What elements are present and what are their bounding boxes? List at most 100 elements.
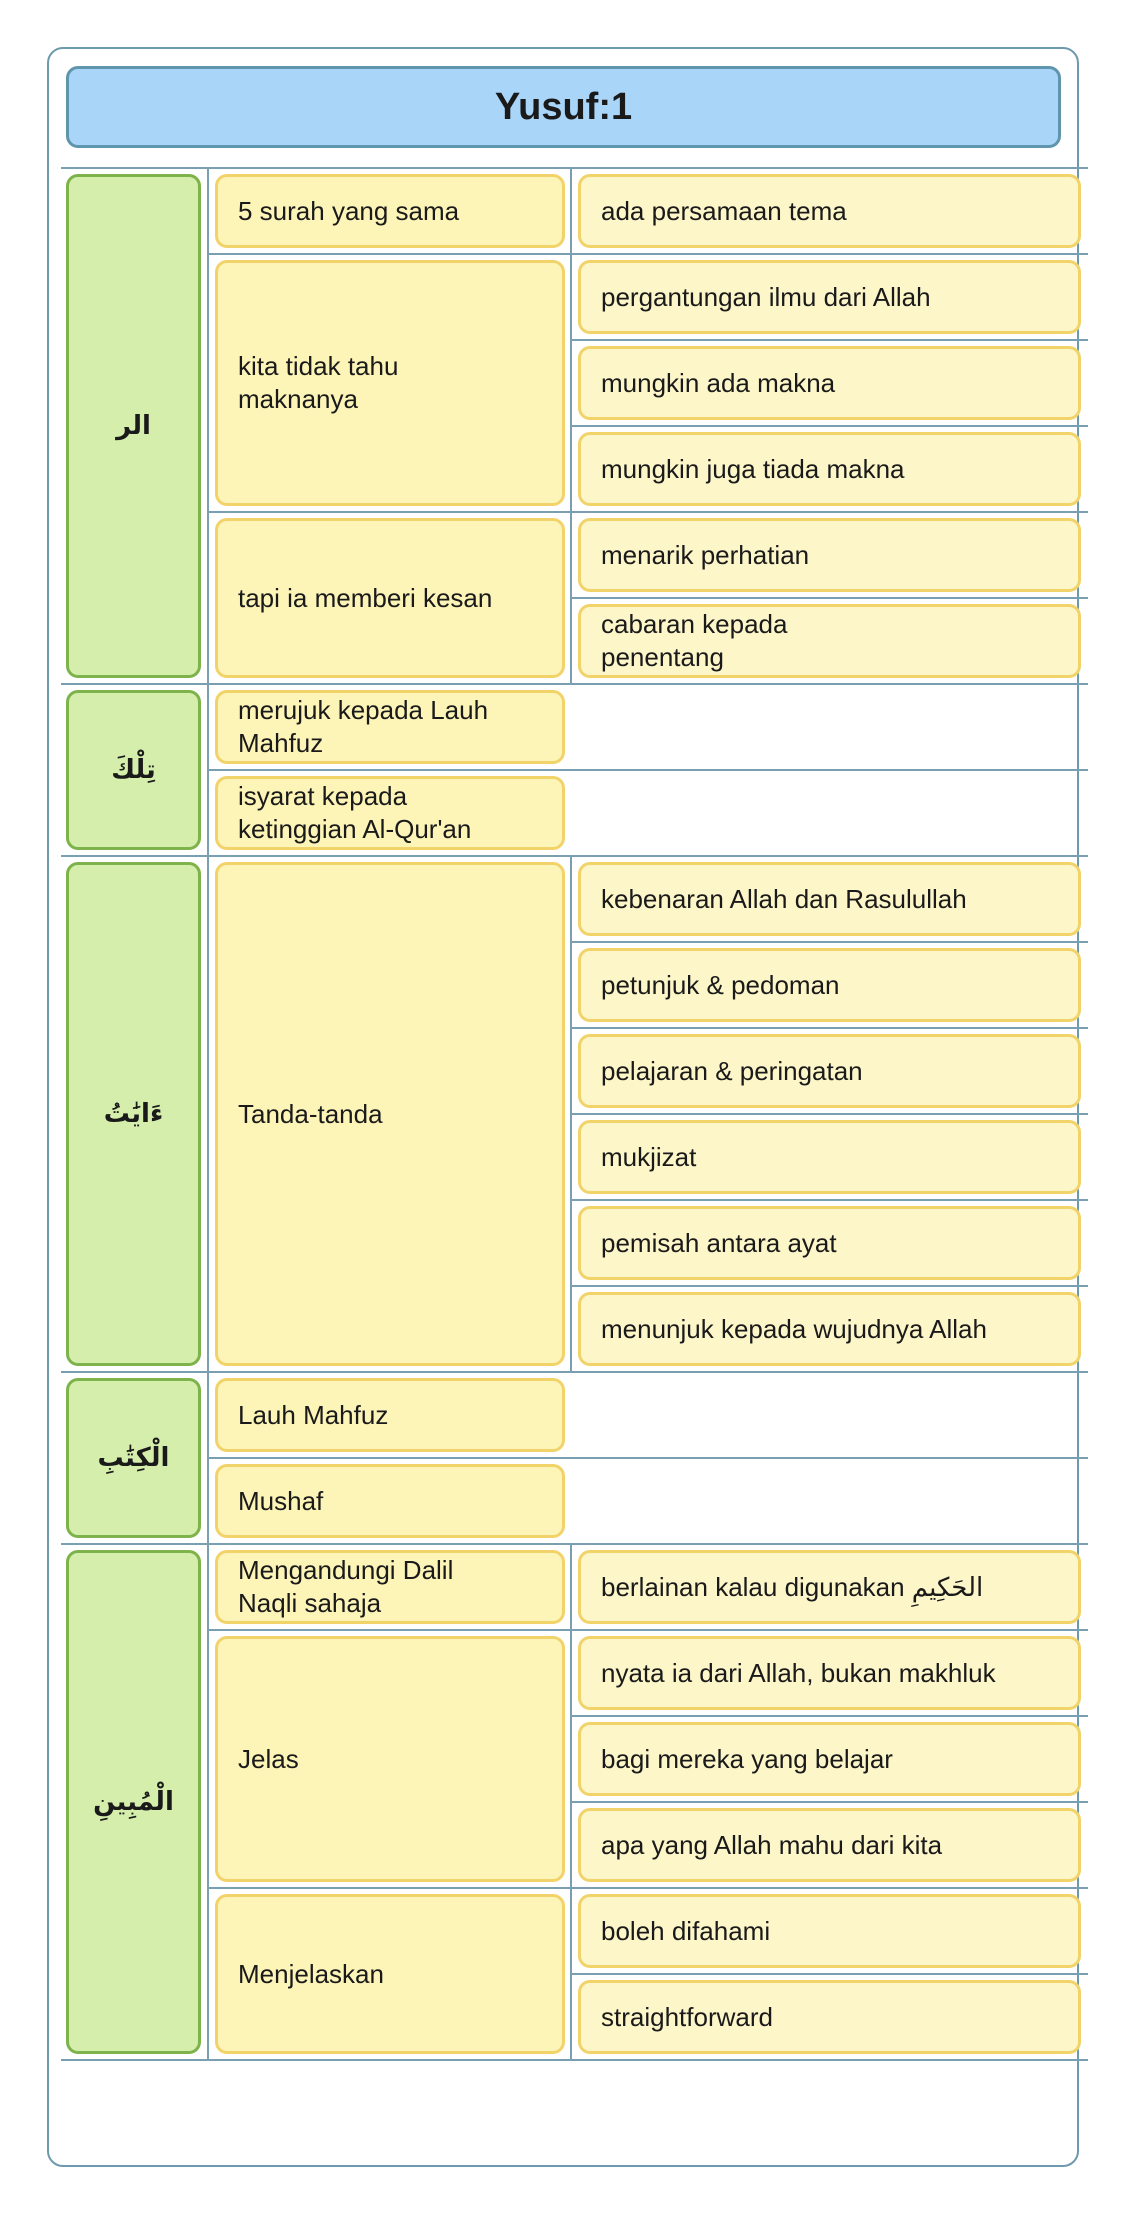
connector-line: [571, 425, 1088, 427]
connector-line: [571, 1801, 1088, 1803]
leaf-box-label: pergantungan ilmu dari Allah: [601, 281, 931, 312]
word-box-label: الْكِتَٰبِ: [97, 1443, 170, 1473]
connector-line: [570, 512, 572, 684]
connector-line: [208, 769, 1088, 771]
node-box-label: Tanda-tanda: [238, 1098, 383, 1129]
leaf-box: mukjizat: [578, 1120, 1081, 1194]
node-box-label: 5 surah yang sama: [238, 195, 460, 226]
connector-line: [61, 1543, 1088, 1545]
title-box: Yusuf:1: [66, 66, 1061, 148]
connector-line: [571, 339, 1088, 341]
leaf-box: straightforward: [578, 1980, 1081, 2054]
word-box: تِلْكَ: [66, 690, 201, 850]
leaf-box-label: petunjuk & pedoman: [601, 969, 840, 1000]
connector-line: [208, 253, 1088, 255]
diagram-title: Yusuf:1: [494, 85, 633, 128]
connector-line: [207, 1544, 209, 2060]
node-box-label: Jelas: [238, 1743, 299, 1774]
leaf-box-label: straightforward: [601, 2001, 773, 2032]
leaf-box-label: kebenaran Allah dan Rasulullah: [601, 883, 967, 914]
word-box: الْمُبِينِ: [66, 1550, 201, 2054]
leaf-box: mungkin ada makna: [578, 346, 1081, 420]
leaf-box: petunjuk & pedoman: [578, 948, 1081, 1022]
leaf-box-label: nyata ia dari Allah, bukan makhluk: [601, 1657, 996, 1688]
node-box: Lauh Mahfuz: [215, 1378, 565, 1452]
leaf-box-label: pelajaran & peringatan: [601, 1055, 863, 1086]
leaf-box: menarik perhatian: [578, 518, 1081, 592]
connector-line: [571, 1027, 1088, 1029]
leaf-box: bagi mereka yang belajar: [578, 1722, 1081, 1796]
leaf-box-label: menunjuk kepada wujudnya Allah: [601, 1313, 987, 1344]
connector-line: [570, 1544, 572, 1630]
node-box: tapi ia memberi kesan: [215, 518, 565, 678]
connector-line: [570, 168, 572, 254]
word-box-label: تِلْكَ: [111, 755, 156, 785]
word-box: ءَايَٰتُ: [66, 862, 201, 1366]
connector-line: [570, 254, 572, 512]
leaf-box: pelajaran & peringatan: [578, 1034, 1081, 1108]
word-box: الر: [66, 174, 201, 678]
connector-line: [571, 1199, 1088, 1201]
leaf-box: berlainan kalau digunakan الحَكِيمِ: [578, 1550, 1081, 1624]
leaf-box-label: boleh difahami: [601, 1915, 771, 1946]
leaf-box: pemisah antara ayat: [578, 1206, 1081, 1280]
connector-line: [208, 511, 1088, 513]
node-box: Menjelaskan: [215, 1894, 565, 2054]
leaf-box-label: berlainan kalau digunakan الحَكِيمِ: [601, 1571, 984, 1602]
connector-line: [207, 684, 209, 856]
connector-line: [61, 1371, 1088, 1373]
leaf-box-label: ada persamaan tema: [601, 195, 847, 226]
leaf-box: nyata ia dari Allah, bukan makhluk: [578, 1636, 1081, 1710]
connector-line: [207, 168, 209, 684]
leaf-box-label: mungkin ada makna: [601, 367, 836, 398]
connector-line: [61, 167, 1088, 169]
leaf-box: pergantungan ilmu dari Allah: [578, 260, 1081, 334]
node-box: Tanda-tanda: [215, 862, 565, 1366]
connector-line: [61, 683, 1088, 685]
leaf-box-label: apa yang Allah mahu dari kita: [601, 1829, 943, 1860]
node-box-label: Lauh Mahfuz: [238, 1399, 389, 1430]
node-box: Mushaf: [215, 1464, 565, 1538]
word-box-label: ءَايَٰتُ: [103, 1099, 164, 1129]
connector-line: [208, 1629, 1088, 1631]
leaf-box: boleh difahami: [578, 1894, 1081, 1968]
word-box-label: الر: [116, 411, 151, 441]
connector-line: [571, 1113, 1088, 1115]
leaf-box: menunjuk kepada wujudnya Allah: [578, 1292, 1081, 1366]
node-box-label: tapi ia memberi kesan: [238, 582, 493, 613]
connector-line: [571, 1715, 1088, 1717]
node-box: 5 surah yang sama: [215, 174, 565, 248]
leaf-box: ada persamaan tema: [578, 174, 1081, 248]
node-box: Jelas: [215, 1636, 565, 1882]
node-box-label: Mushaf: [238, 1485, 324, 1516]
connector-line: [571, 597, 1088, 599]
word-box-label: الْمُبِينِ: [93, 1787, 174, 1817]
leaf-box-label: pemisah antara ayat: [601, 1227, 837, 1258]
connector-line: [208, 1457, 1088, 1459]
leaf-box-label: mungkin juga tiada makna: [601, 453, 905, 484]
connector-line: [570, 1888, 572, 2060]
connector-line: [61, 2059, 1088, 2061]
node-box-label: Menjelaskan: [238, 1958, 384, 1989]
connector-line: [207, 856, 209, 1372]
connector-line: [61, 855, 1088, 857]
connector-line: [570, 1630, 572, 1888]
connector-line: [207, 1372, 209, 1544]
connector-line: [208, 1887, 1088, 1889]
leaf-box-label: menarik perhatian: [601, 539, 810, 570]
word-box: الْكِتَٰبِ: [66, 1378, 201, 1538]
leaf-box-label: mukjizat: [601, 1141, 697, 1172]
connector-line: [570, 856, 572, 1372]
connector-line: [571, 1285, 1088, 1287]
connector-line: [571, 941, 1088, 943]
leaf-box: mungkin juga tiada makna: [578, 432, 1081, 506]
